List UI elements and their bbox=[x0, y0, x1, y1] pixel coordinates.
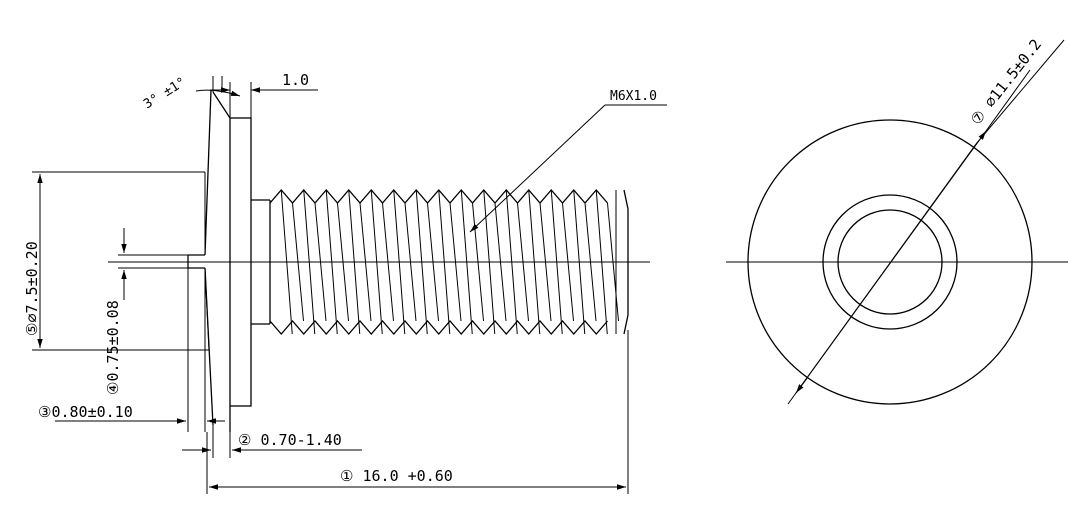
end-view: ⑦ ⌀11.5±0.2 bbox=[726, 36, 1068, 405]
thread-root-line bbox=[517, 202, 529, 322]
thread-root-line bbox=[584, 202, 597, 322]
neck bbox=[251, 199, 271, 325]
thread-crest-line bbox=[505, 189, 518, 335]
flange-thickness-dimension: 1.0 bbox=[210, 71, 318, 118]
thread-crest-line bbox=[393, 189, 406, 335]
thread-leader: M6X1.0 bbox=[469, 89, 667, 233]
thread-crest-line bbox=[370, 189, 383, 335]
thread-crest-line bbox=[595, 189, 608, 335]
thread-root-line bbox=[494, 202, 507, 322]
flange-diameter-label: ⑤⌀7.5±0.20 bbox=[23, 241, 41, 336]
gap-range-label: ② 0.70-1.40 bbox=[238, 431, 342, 449]
head-step-label: ④0.75±0.08 bbox=[104, 300, 122, 395]
head-profile bbox=[187, 89, 231, 432]
thread-root-line bbox=[427, 202, 439, 322]
thread-end-chamfer bbox=[623, 189, 629, 335]
angle-dimension: 3° ±1° bbox=[141, 75, 241, 113]
thread-root-line bbox=[337, 202, 349, 322]
thread-root-line bbox=[382, 202, 394, 322]
thread-root-line bbox=[449, 202, 462, 322]
threaded-shank bbox=[269, 189, 629, 335]
thread-root-line bbox=[472, 202, 484, 322]
gap-range-dimension: ② 0.70-1.40 bbox=[182, 425, 362, 458]
thread-root-line bbox=[292, 202, 304, 322]
thread-crest-line bbox=[550, 189, 563, 335]
head-step-dimension: ④0.75±0.08 bbox=[104, 228, 188, 395]
gap-tolerance-dimension: ③0.80±0.10 bbox=[38, 268, 225, 432]
thread-crest-line bbox=[280, 189, 293, 335]
thread-crest-line bbox=[483, 189, 496, 335]
thread-top-profile bbox=[269, 189, 608, 204]
thread-crest-line bbox=[415, 189, 428, 335]
thread-bottom-profile bbox=[269, 320, 608, 335]
thread-crest-line bbox=[325, 189, 338, 335]
thread-crest-line bbox=[438, 189, 451, 335]
thread-root-line bbox=[404, 202, 417, 322]
outer-diameter-dimension: ⑦ ⌀11.5±0.2 bbox=[787, 36, 1065, 405]
thread-root-line bbox=[539, 202, 552, 322]
inner-circle bbox=[837, 209, 943, 315]
thread-root-line bbox=[359, 202, 372, 322]
flange bbox=[229, 117, 252, 407]
thread-root-line bbox=[562, 202, 574, 322]
thread-crest-line bbox=[348, 189, 361, 335]
thread-crest-line bbox=[303, 189, 316, 335]
angle-label: 3° ±1° bbox=[141, 75, 189, 113]
total-length-dimension: ① 16.0 +0.60 bbox=[206, 330, 629, 494]
outer-circle bbox=[747, 119, 1033, 405]
thread-label: M6X1.0 bbox=[610, 89, 657, 104]
side-view: 3° ±1° 1.0 M6X1.0 ⑤⌀7.5±0.20 bbox=[23, 71, 667, 494]
outer-diameter-label: ⑦ ⌀11.5±0.2 bbox=[967, 36, 1045, 129]
thread-root-line bbox=[607, 202, 619, 322]
flange-diameter-dimension: ⑤⌀7.5±0.20 bbox=[23, 171, 209, 351]
thread-crest-line bbox=[528, 189, 541, 335]
flange-thickness-label: 1.0 bbox=[282, 71, 309, 89]
total-length-label: ① 16.0 +0.60 bbox=[340, 467, 453, 485]
thread-crest-line bbox=[573, 189, 586, 335]
thread-crest-line bbox=[460, 189, 473, 335]
gap-tolerance-label: ③0.80±0.10 bbox=[38, 403, 133, 421]
thread-root-line bbox=[314, 202, 327, 322]
middle-circle bbox=[822, 194, 958, 330]
